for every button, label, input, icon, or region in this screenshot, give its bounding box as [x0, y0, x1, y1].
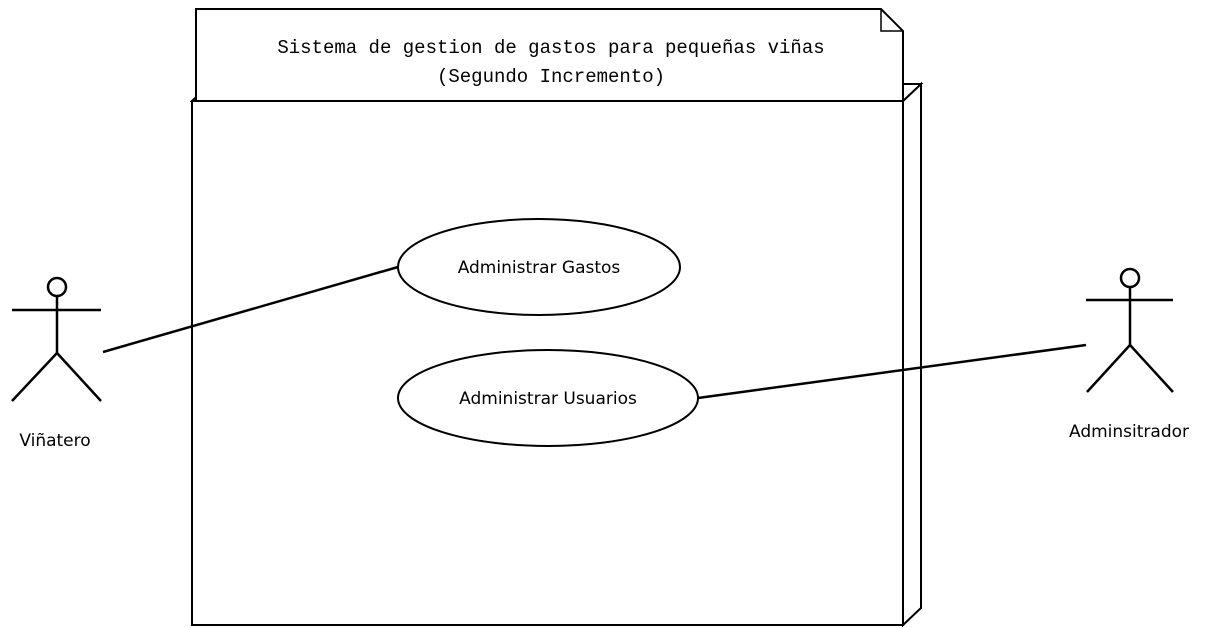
note-shape	[195, 8, 904, 102]
actor-vinatero[interactable]	[11, 276, 102, 402]
use-case-label: Administrar Gastos	[458, 258, 621, 278]
use-case-label: Administrar Usuarios	[459, 389, 637, 409]
use-case-administrar-gastos[interactable]: Administrar Gastos	[397, 218, 681, 316]
actor-left-leg	[11, 352, 58, 402]
system-title-line-1: Sistema de gestion de gastos para pequeñ…	[277, 37, 824, 59]
actor-right-leg	[1129, 344, 1174, 393]
actor-head	[46, 276, 68, 298]
system-box-right-face	[902, 81, 922, 628]
use-case-ellipse	[397, 349, 699, 447]
association-vinatero-gastos	[102, 265, 399, 354]
association-admin-usuarios	[697, 343, 1087, 400]
use-case-administrar-usuarios[interactable]: Administrar Usuarios	[397, 349, 699, 447]
actor-left-leg	[1086, 344, 1131, 393]
actor-right-leg	[56, 352, 102, 402]
system-title-line-2: (Segundo Incremento)	[437, 66, 665, 88]
actor-head	[1119, 267, 1141, 289]
actor-label-administrador: Adminsitrador	[1069, 422, 1189, 442]
system-title-note: Sistema de gestion de gastos para pequeñ…	[195, 8, 904, 102]
note-fold	[880, 9, 903, 32]
use-case-ellipse	[397, 218, 681, 316]
actor-label-vinatero: Viñatero	[19, 431, 90, 451]
actor-administrador[interactable]	[1086, 267, 1174, 393]
